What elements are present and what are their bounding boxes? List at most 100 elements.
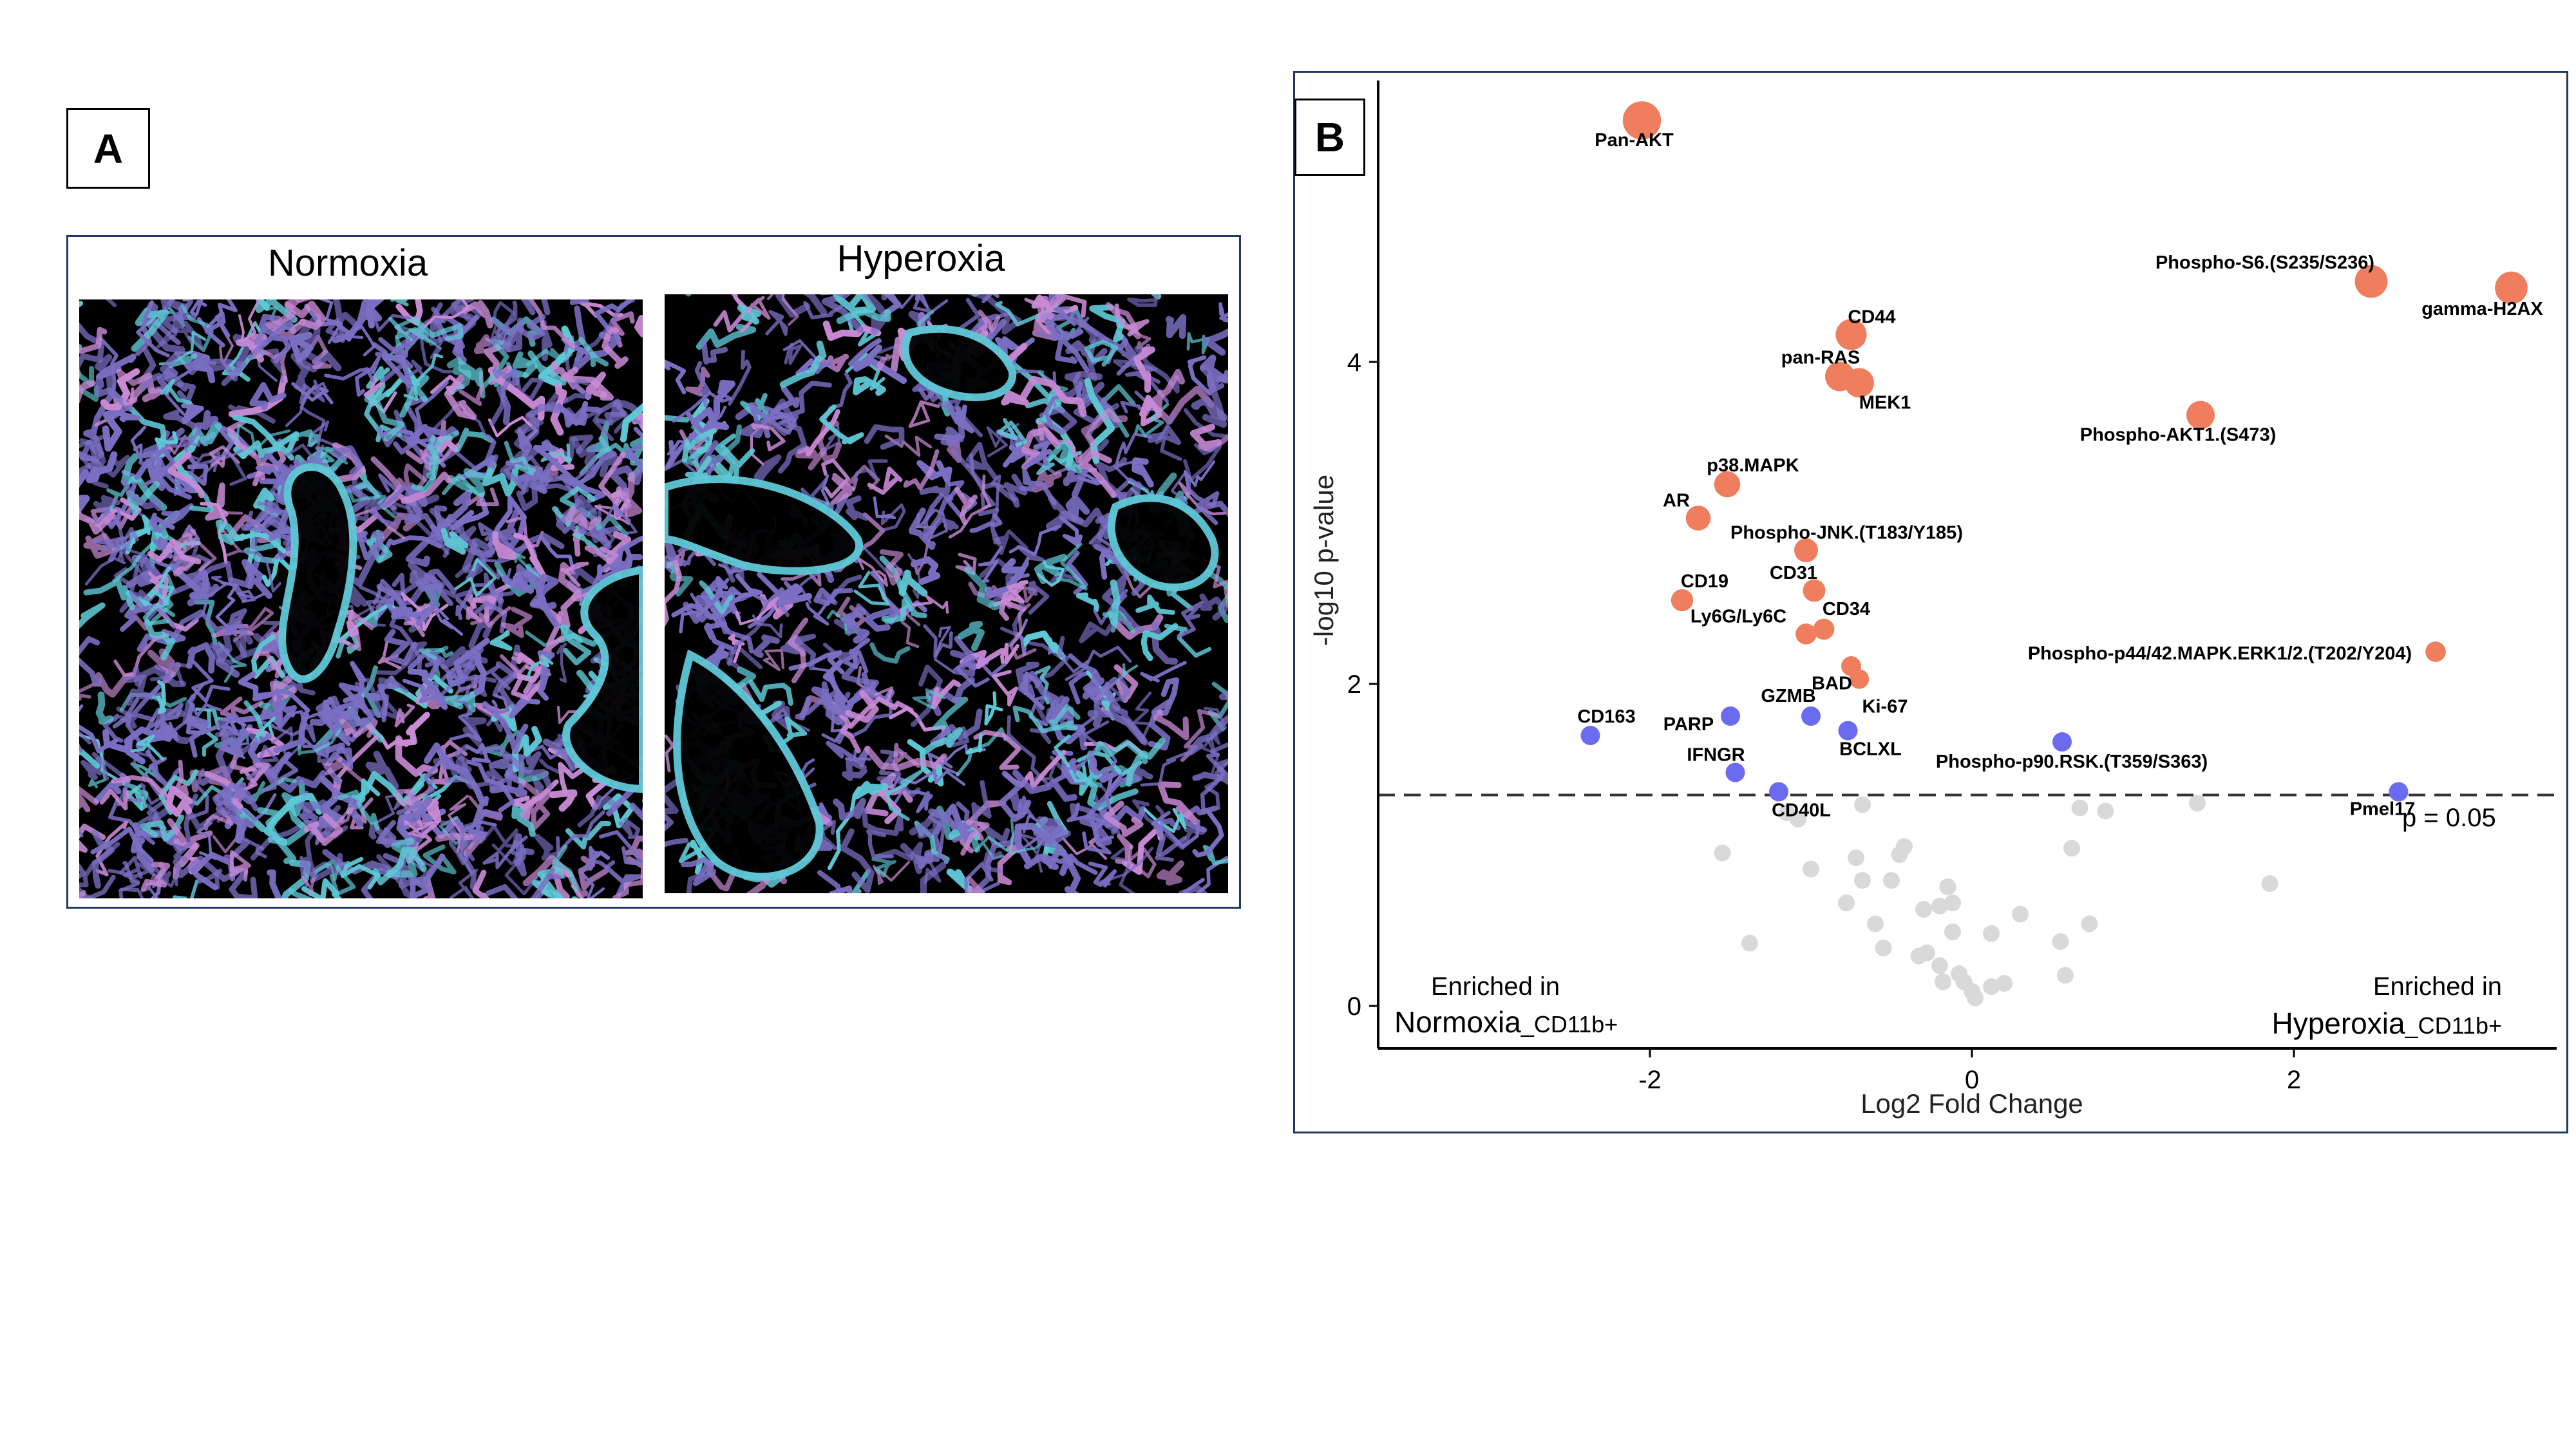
point-ns (2052, 933, 2069, 950)
point-ns (1790, 811, 1806, 828)
point-label: PARP (1663, 714, 1714, 735)
point-label: Ly6G/Ly6C (1690, 607, 1786, 627)
point-ns (1983, 925, 2000, 942)
point-ki-67 (1849, 669, 1870, 689)
point-label: CD44 (1848, 307, 1895, 328)
point-label: Phospho-p44/42.MAPK.ERK1/2.(T202/Y204) (2028, 643, 2412, 664)
point-ifngr (1725, 762, 1745, 782)
hyperoxia-title: Hyperoxia (837, 238, 1005, 279)
point-ns (1838, 895, 1855, 911)
point-label: Pmel17 (2350, 799, 2416, 820)
point-ns (1983, 978, 2000, 995)
point-pmel17 (2389, 782, 2409, 802)
point-ns (2189, 795, 2206, 811)
enriched-right-line2: Hyperoxia_CD11b+ (2271, 1007, 2502, 1040)
point-ns (2071, 799, 2088, 817)
panel-a-frame (66, 235, 1241, 909)
point-cd40l (1769, 782, 1788, 802)
point-ns (1931, 957, 1948, 974)
point-label: Pan-AKT (1595, 130, 1674, 151)
point-label: MEK1 (1859, 393, 1911, 413)
point-phospho-p44-42-mapk-erk1-2-t202-y204- (2425, 641, 2446, 662)
y-tick-label: 0 (1347, 992, 1361, 1021)
point-label: GZMB (1761, 686, 1815, 706)
point-cd31 (1803, 579, 1826, 602)
enriched-left-line2: Normoxia_CD11b+ (1394, 1005, 1618, 1039)
point-ns (1854, 872, 1871, 889)
enriched-right-line1: Enriched in (2373, 972, 2502, 1001)
point-ar (1685, 506, 1711, 531)
point-ns (2012, 905, 2029, 923)
point-label: CD31 (1770, 563, 1817, 583)
point-ns (2063, 840, 2080, 857)
point-phospho-s6-s235-s236- (2354, 265, 2388, 298)
point-gamma-h2ax (2495, 271, 2528, 305)
point-ns (1935, 973, 1951, 990)
panel-b-frame (1293, 71, 2568, 1133)
point-cd44 (1835, 319, 1867, 350)
point-ns (1967, 989, 1984, 1007)
point-ns (1918, 944, 1935, 961)
point-label: Phospho-p90.RSK.(T359/S363) (1936, 752, 2208, 772)
point-ns (1915, 901, 1932, 918)
point-label: BCLXL (1839, 739, 1902, 760)
point-parp (1721, 706, 1740, 726)
normoxia-lung-image (79, 299, 643, 898)
point-ns (2097, 802, 2114, 820)
point-ns (2261, 875, 2278, 892)
tissue-texture (665, 294, 1228, 893)
point-ns (1867, 915, 1884, 933)
point-pan-akt (1622, 101, 1662, 140)
volcano-plot: Pan-AKT Phospho-S6.(S235/S236) gamma-H2AX C… (1309, 80, 2557, 1119)
point-phospho-akt1-s473- (2186, 401, 2215, 430)
point-label: IFNGR (1687, 745, 1745, 766)
point-ns (1944, 895, 1961, 911)
x-tick-label: 2 (2287, 1066, 2301, 1094)
x-tick-label: -2 (1638, 1066, 1662, 1094)
point-cd163 (1580, 726, 1600, 745)
y-axis-title: -log10 p-value (1309, 475, 1339, 646)
point-ns (1883, 872, 1900, 889)
point-label: pan-RAS (1781, 348, 1860, 368)
point-label: Ki-67 (1862, 697, 1908, 717)
point-ns (1741, 934, 1758, 952)
point-ns (1896, 838, 1913, 855)
point-ly6g-ly6c (1795, 623, 1817, 645)
point-phospho-jnk-t183-y185- (1794, 538, 1818, 562)
point-label: CD163 (1577, 706, 1635, 727)
point-label: Phospho-AKT1.(S473) (2080, 425, 2277, 446)
point-ns (1931, 898, 1948, 914)
tissue-texture (79, 299, 643, 898)
point-label: CD19 (1681, 571, 1728, 592)
panel-b-label: B (1294, 99, 1365, 176)
y-tick-label: 4 (1347, 348, 1361, 377)
point-gzmb (1801, 706, 1821, 726)
x-axis-title: Log2 Fold Change (1861, 1088, 2083, 1119)
point-label: CD34 (1823, 599, 1870, 620)
point-phospho-p90-rsk-t359-s363- (2052, 732, 2072, 752)
point-label: p38.MAPK (1707, 455, 1799, 476)
point-p38-mapk (1714, 471, 1741, 498)
point-label: BAD (1812, 674, 1852, 694)
point-ns (1939, 878, 1956, 895)
point-cd34 (1813, 618, 1835, 640)
point-bclxl (1838, 721, 1858, 741)
point-label: CD40L (1772, 800, 1831, 821)
point-ns (1803, 860, 1819, 878)
point-ns (1854, 796, 1871, 813)
point-mek1 (1844, 368, 1874, 398)
point-ns (1714, 844, 1731, 862)
enriched-left-line1: Enriched in (1431, 972, 1560, 1001)
panel-a-label: A (66, 108, 150, 189)
point-ns (1996, 975, 2012, 992)
point-ns (1875, 940, 1892, 956)
point-label: AR (1663, 491, 1690, 511)
y-tick-label: 2 (1347, 670, 1361, 699)
point-ns (2081, 915, 2098, 933)
point-label: gamma-H2AX (2421, 299, 2543, 319)
hyperoxia-lung-image (665, 294, 1228, 893)
threshold-label: p = 0.05 (2402, 804, 2496, 832)
x-tick-label: 0 (1965, 1066, 1979, 1094)
point-label: Phospho-S6.(S235/S236) (2155, 252, 2374, 273)
point-cd19 (1671, 589, 1694, 612)
